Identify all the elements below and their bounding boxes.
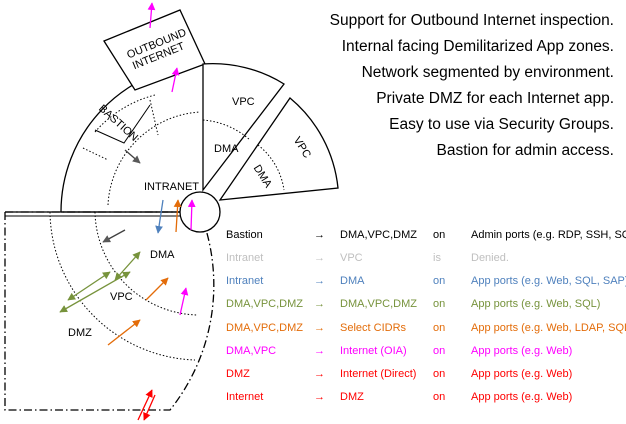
vpc-upper-label: VPC [232,96,255,108]
bastion-dmz-arrow [102,229,126,243]
rule-source: Intranet [226,275,264,287]
vpc-wedge-tilted [218,97,339,201]
rule-source: Internet [226,391,264,403]
rule-verb: on [433,322,446,334]
vpc-boundary-lower [49,211,196,361]
rule-ports: App ports (e.g. Web) [471,345,573,357]
rule-arrow: → [314,345,325,357]
feature-item: Network segmented by environment. [361,64,614,81]
dmz-internet-arrow [137,389,153,421]
dma-boundary-lower [94,211,199,316]
rule-source: Intranet [226,252,264,264]
rule-ports: Denied. [471,252,509,264]
bastion-label: BASTION [96,103,140,144]
hub-outbound-arrow [187,199,196,231]
vpc-outbound-arrow [179,287,189,316]
rule-arrow: → [314,298,325,310]
dmz-label: DMZ [68,327,92,339]
bastion-boundary [94,94,156,133]
rule-verb: on [433,368,446,380]
rule-ports: App ports (e.g. Web, LDAP, SQL) [471,322,626,334]
rule-arrow: → [314,322,325,334]
intranet-inner-boundary [107,111,201,206]
rule-verb: is [433,252,441,264]
rule-destination: DMA [340,275,365,287]
rule-source: DMZ [226,368,250,380]
feature-item: Support for Outbound Internet inspection… [329,12,614,29]
feature-item: Easy to use via Security Groups. [389,116,614,133]
rule-verb: on [433,345,446,357]
dma-lower-label: DMA [150,249,175,261]
rule-ports: Admin ports (e.g. RDP, SSH, SQL) [471,229,626,241]
rule-destination: DMZ [340,391,364,403]
rule-destination: DMA,VPC,DMZ [340,229,417,241]
rule-ports: App ports (e.g. Web) [471,368,573,380]
vpc-select-cidr-arrow [145,277,169,301]
vpc-lower-label: VPC [110,291,133,303]
intranet-label: INTRANET [144,181,199,193]
rule-ports: App ports (e.g. Web, SQL, SAP) [471,275,626,287]
rule-destination: VPC [340,252,363,264]
rule-source: DMA,VPC [226,345,277,357]
rule-source: DMA,VPC,DMZ [226,322,303,334]
outbound-arrow [147,2,156,29]
rule-destination: DMA,VPC,DMZ [340,298,417,310]
feature-list: Support for Outbound Internet inspection… [214,8,614,164]
dma-dmz-arrow [59,271,131,313]
rule-ports: App ports (e.g. Web) [471,391,573,403]
bastion-arrow [124,149,141,164]
rule-destination: Internet (Direct) [340,368,417,380]
rule-arrow: → [314,275,325,287]
dma-select-cidr-arrow [173,199,182,233]
rule-ports: App ports (e.g. Web, SQL) [471,298,601,310]
feature-item: Bastion for admin access. [436,142,614,159]
hub-circle [179,191,221,233]
rule-arrow: → [314,368,325,380]
bastion-notch [94,104,151,144]
dma-boundary-tilted [257,144,285,191]
rule-arrow: → [314,391,325,403]
feature-item: Internal facing Demilitarized App zones. [341,38,614,55]
intranet-dma-arrow [155,199,164,234]
dma-vpc-arrow [114,251,141,281]
rule-arrow: → [314,229,325,241]
vpc-wedge-upper [202,63,285,192]
rule-destination: Internet (OIA) [340,345,407,357]
internet-dmz-arrow [143,394,156,421]
rule-verb: on [433,275,446,287]
dma-boundary-upper [202,119,251,141]
rule-source: Bastion [226,229,263,241]
rule-verb: on [433,391,446,403]
rule-source: DMA,VPC,DMZ [226,298,303,310]
upper-vpc-outbound-arrow [171,67,180,93]
rule-verb: on [433,229,446,241]
rule-arrow: → [314,252,325,264]
rule-verb: on [433,298,446,310]
dmz-zone-outline [4,211,215,411]
rule-destination: Select CIDRs [340,322,407,334]
feature-item: Private DMZ for each Internet app. [376,90,614,107]
bastion-divider [82,99,159,161]
dma-upper-label: DMA [214,143,239,155]
dmz-select-cidr-arrow [107,319,141,346]
